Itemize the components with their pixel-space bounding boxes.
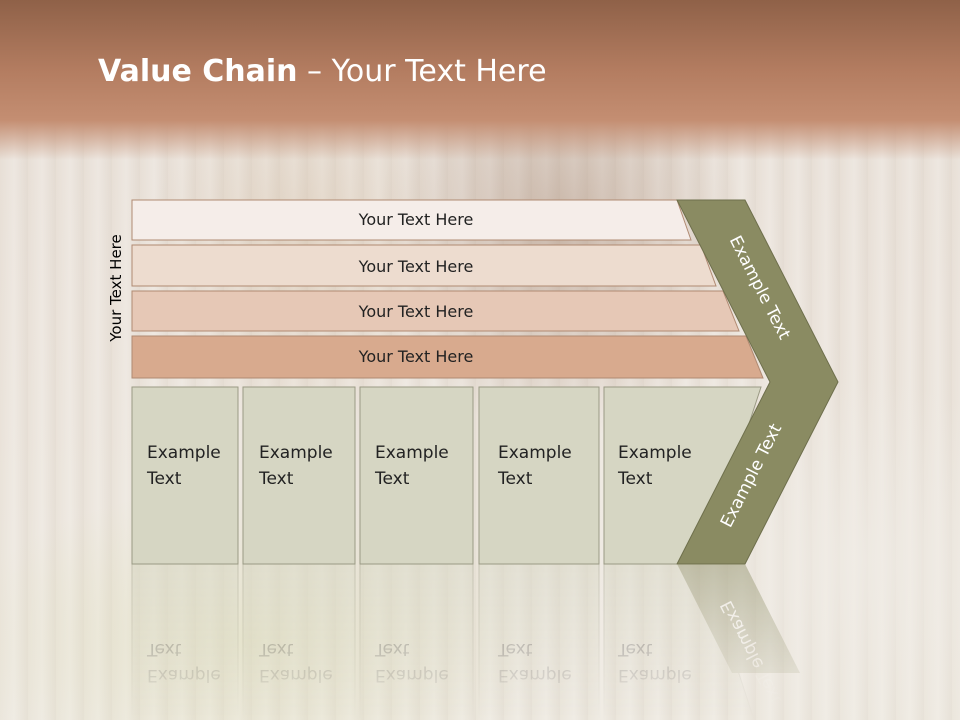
- box-3-line-2: Text: [374, 469, 410, 489]
- bar-3-shape: [131, 290, 740, 332]
- bar-4-shape: [131, 335, 764, 379]
- box-5-reflection-text: ExampleText: [617, 639, 692, 685]
- diagram-reflection: ExampleText ExampleText ExampleText Exam…: [131, 563, 800, 720]
- box-4-reflection-text: ExampleText: [497, 639, 572, 685]
- box-4-reflection: [478, 563, 600, 720]
- bar-row-1: Your Text Here: [131, 199, 692, 241]
- bar-1-label: Your Text Here: [358, 210, 474, 229]
- box-1-text: Example Text: [146, 443, 226, 489]
- bar-4-label: Your Text Here: [358, 347, 474, 366]
- box-2-line-2: Text: [258, 469, 294, 489]
- box-1-shape: [131, 386, 239, 565]
- bar-2-shape: [131, 244, 717, 287]
- box-5-line-1: Example: [618, 443, 692, 463]
- bar-row-3: Your Text Here: [131, 290, 740, 332]
- bar-2-label: Your Text Here: [358, 257, 474, 276]
- box-4-line-1: Example: [498, 443, 572, 463]
- box-4-line-2: Text: [497, 469, 533, 489]
- chevron-reflection: [677, 564, 800, 673]
- box-3: Example Text: [359, 386, 474, 565]
- box-3-reflection-text: ExampleText: [374, 639, 449, 685]
- diagram-main: Your Text Here Your Text Here Your Text …: [131, 199, 839, 565]
- box-3-reflection: [359, 563, 474, 720]
- box-1-reflection: [131, 563, 239, 720]
- box-4-shape: [478, 386, 600, 565]
- box-1-line-1: Example: [147, 443, 221, 463]
- title-bold: Value Chain: [98, 54, 298, 89]
- box-1-line-2: Text: [146, 469, 182, 489]
- title-rest: – Your Text Here: [297, 54, 547, 89]
- bar-1-shape: [131, 199, 692, 241]
- box-2-reflection: [242, 563, 356, 720]
- slide-title: Value Chain – Your Text Here: [98, 52, 547, 92]
- box-2-reflection-text: ExampleText: [258, 639, 333, 685]
- bar-3-label: Your Text Here: [358, 302, 474, 321]
- box-5: Example Text: [603, 386, 762, 565]
- header-band: [0, 0, 960, 160]
- box-3-line-1: Example: [375, 443, 449, 463]
- bar-row-4: Your Text Here: [131, 335, 764, 379]
- box-1-reflection-text: ExampleText: [146, 639, 221, 685]
- box-5-text: Example Text: [617, 443, 697, 489]
- box-2: Example Text: [242, 386, 356, 565]
- box-5-line-2: Text: [617, 469, 653, 489]
- box-4: Example Text: [478, 386, 600, 565]
- box-2-shape: [242, 386, 356, 565]
- box-1: Example Text: [131, 386, 239, 565]
- box-2-line-1: Example: [259, 443, 333, 463]
- box-3-shape: [359, 386, 474, 565]
- box-2-text: Example Text: [258, 443, 338, 489]
- box-3-text: Example Text: [374, 443, 454, 489]
- box-4-text: Example Text: [497, 443, 577, 489]
- bar-row-2: Your Text Here: [131, 244, 717, 287]
